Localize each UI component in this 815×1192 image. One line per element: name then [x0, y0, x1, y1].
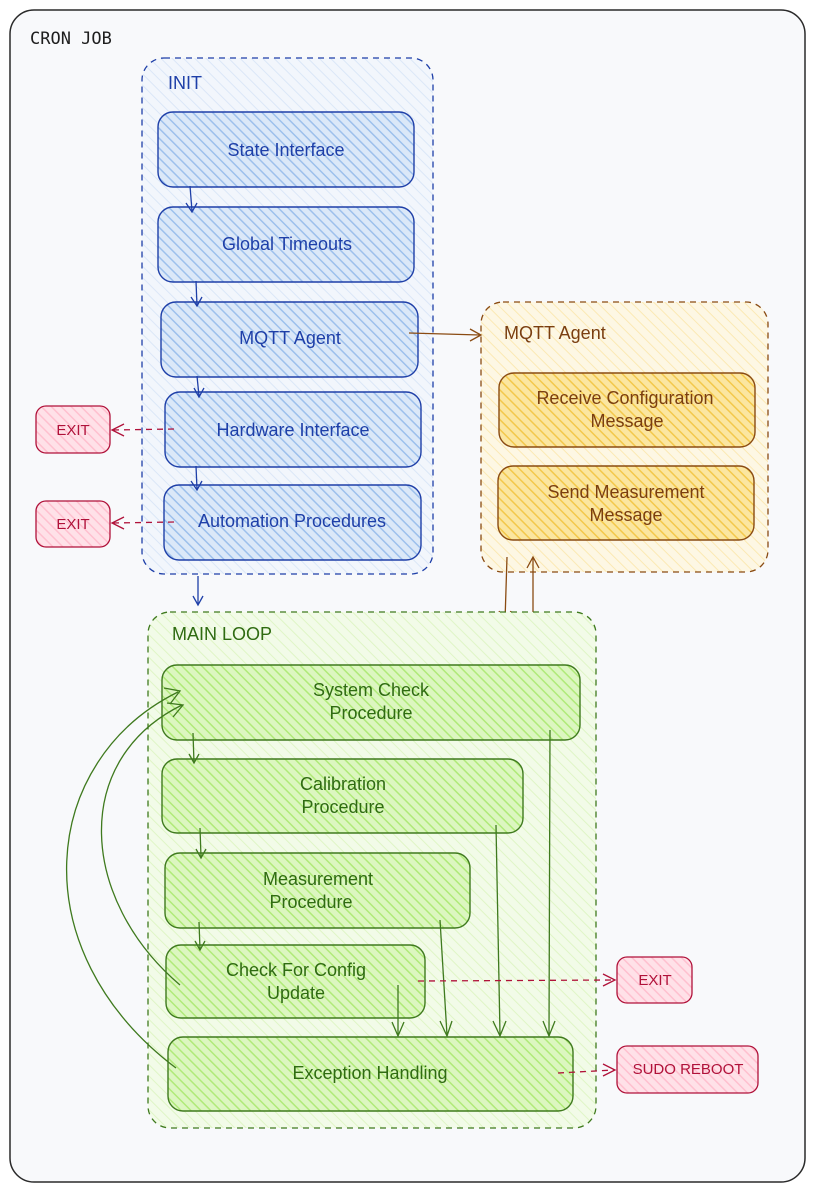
arrow-head-icon — [526, 555, 540, 569]
mqtt-item-line: Send Measurement — [547, 482, 704, 502]
arrow-head-icon — [192, 595, 204, 607]
arrow-icon — [548, 729, 551, 1036]
main-step-line: System Check — [313, 680, 430, 700]
arrow-head-icon — [190, 296, 203, 308]
sudo-reboot-terminal: SUDO REBOOT — [616, 1045, 759, 1094]
main-step-line: Procedure — [329, 703, 412, 723]
arrow-head-icon — [166, 702, 185, 718]
arrow-head-icon — [190, 480, 203, 492]
init-title: INIT — [168, 73, 202, 93]
arrow-head-icon — [193, 387, 205, 399]
arrow-init-to-mqtt — [408, 328, 483, 342]
arrow-head-icon — [110, 423, 125, 437]
main-step-line: Calibration — [300, 774, 386, 794]
init-step-label: Automation Procedures — [198, 511, 386, 531]
main-step-system-check: System Check Procedure — [161, 664, 581, 741]
init-arrows — [185, 185, 205, 607]
init-step-automation-procedures: Automation Procedures — [163, 484, 422, 561]
main-step-line: Exception Handling — [292, 1063, 447, 1083]
mqtt-receive-configuration: Receive Configuration Message — [498, 372, 756, 448]
arrow-head-icon — [195, 848, 207, 860]
main-step-calibration: Calibration Procedure — [161, 758, 524, 834]
arrow-icon — [557, 1069, 615, 1074]
arrow-icon — [408, 332, 481, 336]
init-step-hardware-interface: Hardware Interface — [164, 391, 422, 468]
arrow-head-icon — [602, 973, 617, 987]
exit-hardware-terminal: EXIT — [35, 405, 111, 454]
mqtt-item-line: Receive Configuration — [536, 388, 713, 408]
init-step-label: State Interface — [227, 140, 344, 160]
arrow-head-icon — [185, 202, 198, 214]
loop-arrow-icon — [100, 704, 183, 986]
mqtt-send-measurement: Send Measurement Message — [497, 465, 755, 541]
arrow-head-icon — [439, 1020, 453, 1038]
exit-config-terminal: EXIT — [616, 956, 693, 1004]
mqtt-item-line: Message — [589, 505, 662, 525]
arrow-head-icon — [602, 1063, 617, 1077]
arrow-head-icon — [391, 1021, 405, 1038]
arrow-head-icon — [188, 753, 200, 765]
arrow-head-icon — [163, 687, 182, 705]
arrow-icon — [198, 921, 201, 950]
exit-automation-terminal: EXIT — [35, 500, 111, 548]
mqtt-title: MQTT Agent — [504, 323, 606, 343]
frame-title: CRON JOB — [30, 29, 112, 49]
arrow-icon — [504, 556, 508, 622]
exit-label: EXIT — [56, 516, 89, 533]
exit-label: EXIT — [56, 422, 89, 439]
init-step-label: Global Timeouts — [222, 234, 352, 254]
arrow-icon — [192, 732, 195, 764]
main-step-line: Procedure — [301, 797, 384, 817]
arrow-head-icon — [194, 940, 206, 952]
loop-arrow-icon — [66, 691, 179, 1069]
arrow-icon — [439, 919, 448, 1036]
reboot-label: SUDO REBOOT — [633, 1061, 744, 1078]
init-step-label: Hardware Interface — [216, 420, 369, 440]
main-step-exception-handling: Exception Handling — [167, 1036, 574, 1112]
arrow-icon — [195, 280, 198, 307]
main-step-line: Procedure — [269, 892, 352, 912]
main-step-line: Update — [267, 983, 325, 1003]
arrow-icon — [199, 827, 202, 858]
main-step-measurement: Measurement Procedure — [164, 852, 471, 929]
main-step-line: Check For Config — [226, 960, 366, 980]
exit-label: EXIT — [638, 972, 671, 989]
init-step-state-interface: State Interface — [157, 111, 415, 188]
main-title: MAIN LOOP — [172, 624, 272, 644]
arrow-icon — [195, 465, 198, 490]
init-step-global-timeouts: Global Timeouts — [157, 206, 415, 283]
main-step-line: Measurement — [263, 869, 373, 889]
mqtt-item-line: Message — [590, 411, 663, 431]
arrow-icon — [196, 375, 200, 397]
arrow-icon — [495, 824, 501, 1036]
main-step-check-config: Check For Config Update — [165, 944, 426, 1019]
init-step-mqtt-agent: MQTT Agent — [160, 301, 419, 378]
exit-arrows — [110, 423, 617, 1077]
arrow-head-icon — [469, 328, 483, 342]
arrow-icon — [189, 185, 193, 212]
init-step-label: MQTT Agent — [239, 328, 341, 348]
arrow-head-icon — [492, 1020, 507, 1038]
arrow-head-icon — [542, 1020, 556, 1038]
main-loop-arrows — [66, 687, 556, 1069]
arrow-head-icon — [110, 516, 125, 530]
